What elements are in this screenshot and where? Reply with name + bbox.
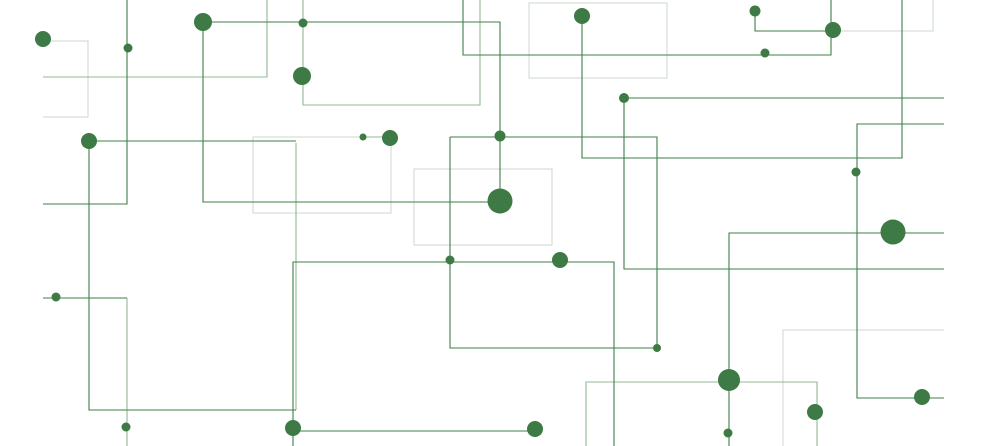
trace-top-loop [203, 21, 501, 201]
node-small [51, 292, 61, 302]
node-left [81, 133, 97, 149]
circuit-nodes [35, 5, 930, 438]
trace-right-mid [728, 232, 944, 446]
outline-box-left-edge [43, 40, 89, 118]
node-small [619, 93, 629, 103]
trace-top-vertical [302, 0, 481, 106]
trace-center-upper [581, 0, 903, 159]
pale-outline-boxes [43, 0, 944, 446]
node-bottom-left [285, 420, 301, 436]
trace-top-right-dot [754, 11, 833, 32]
node-bottom-center [527, 421, 543, 437]
node-center [552, 252, 568, 268]
node-left-edge [35, 31, 51, 47]
trace-right-vertical [856, 123, 944, 399]
node-small [123, 43, 133, 53]
trace-left-upper [43, 0, 128, 205]
node-mid [382, 130, 398, 146]
node-small [445, 255, 455, 265]
node-bottom-right [807, 404, 823, 420]
node-small [494, 130, 506, 142]
trace-right-drop [623, 98, 944, 270]
node-large-right [880, 219, 906, 245]
node-top-right [825, 22, 841, 38]
node-small [851, 167, 861, 177]
node-small [653, 344, 661, 352]
trace-top-loop-return [202, 22, 500, 203]
trace-top-left-horizontal [43, 0, 268, 78]
node-right-edge [914, 389, 930, 405]
light-traces [43, 0, 818, 446]
node-small [121, 422, 131, 432]
outline-box-mid-center [413, 168, 553, 246]
outline-box-bottom-right [782, 329, 944, 446]
node-small [760, 48, 770, 58]
node-small [723, 428, 733, 438]
node-large-center [487, 188, 513, 214]
node-small [749, 5, 761, 17]
node-large-bottom [718, 369, 740, 391]
trace-bottom-center [585, 381, 818, 446]
trace-top-bar [462, 0, 832, 56]
node-top-left [194, 13, 212, 31]
outline-box-mid-left [252, 136, 392, 214]
trace-left-long-vertical [88, 141, 296, 411]
node-small [298, 18, 308, 28]
node-top-center [574, 8, 590, 24]
outline-box-top-center [528, 2, 668, 79]
node-mid-top [293, 67, 311, 85]
outline-box-top-right [833, 0, 934, 32]
node-tiny [359, 133, 367, 141]
trace-center-lower [292, 261, 615, 446]
dark-traces [43, 0, 944, 446]
